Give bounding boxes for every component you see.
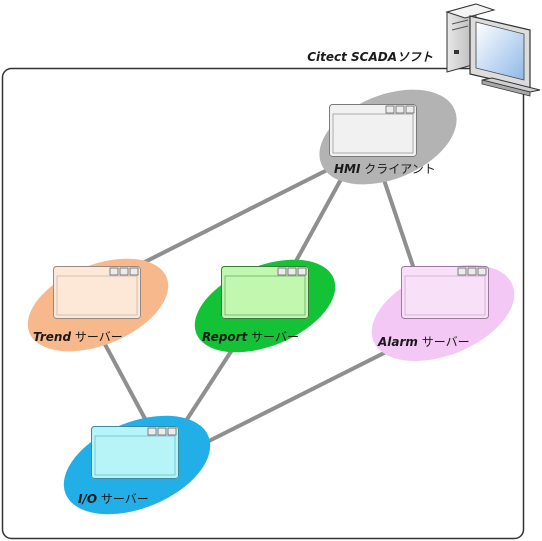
window-icon [53,266,141,319]
window-icon [329,104,417,157]
trend-server-node: Trend サーバー [27,258,169,352]
alarm-label: Alarm サーバー [377,335,470,349]
report-server-node: Report サーバー [194,259,336,353]
software-title: Citect SCADAソフト [307,50,433,64]
io-server-node: I/O サーバー [63,415,211,515]
alarm-server-node: Alarm サーバー [371,264,515,362]
connector-alarm-io [193,343,402,450]
window-icon [401,266,489,319]
software-boundary-frame [1,67,525,540]
connectors [98,160,417,450]
connector-report-io [178,348,234,432]
computer-icon [445,3,541,97]
connector-hmi-trend [123,160,345,274]
hmi-client-node: HMI クライアント [319,89,457,185]
report-label: Report サーバー [202,330,299,344]
window-icon [221,266,309,319]
connector-trend-io [98,333,152,430]
connector-hmi-report [288,170,347,274]
trend-label: Trend サーバー [33,330,123,344]
connector-hmi-alarm [378,166,417,274]
window-icon [91,426,179,479]
hmi-label: HMI クライアント [334,162,436,176]
io-label: I/O サーバー [78,492,149,506]
